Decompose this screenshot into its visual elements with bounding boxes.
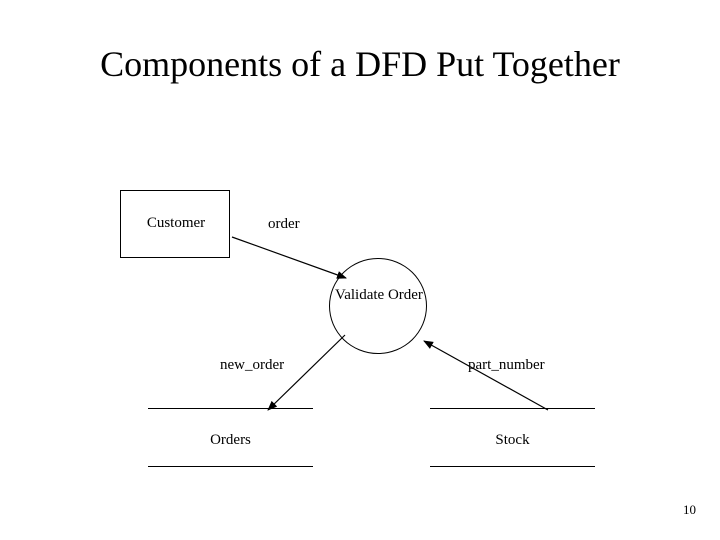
- data-store-bottom-line: [430, 466, 595, 467]
- flow-label-order: order: [268, 216, 300, 232]
- data-store-bottom-line: [148, 466, 313, 467]
- flow-label-part-number: part_number: [468, 357, 545, 373]
- external-entity-label: Customer: [146, 215, 206, 231]
- data-store-top-line: [148, 408, 313, 409]
- external-entity-customer[interactable]: Customer: [120, 190, 230, 258]
- page-title: Components of a DFD Put Together: [100, 44, 620, 84]
- flow-label-new-order: new_order: [220, 357, 285, 373]
- data-store-label: Stock: [495, 432, 530, 448]
- data-store-top-line: [430, 408, 595, 409]
- process-label: Validate Order: [335, 287, 423, 303]
- flow-arrow-part-number: [423, 340, 549, 411]
- page-number: 10: [683, 502, 696, 517]
- data-store-label: Orders: [210, 432, 251, 448]
- process-validate-order[interactable]: Validate Order: [329, 258, 427, 354]
- flow-arrow-order: [231, 236, 347, 279]
